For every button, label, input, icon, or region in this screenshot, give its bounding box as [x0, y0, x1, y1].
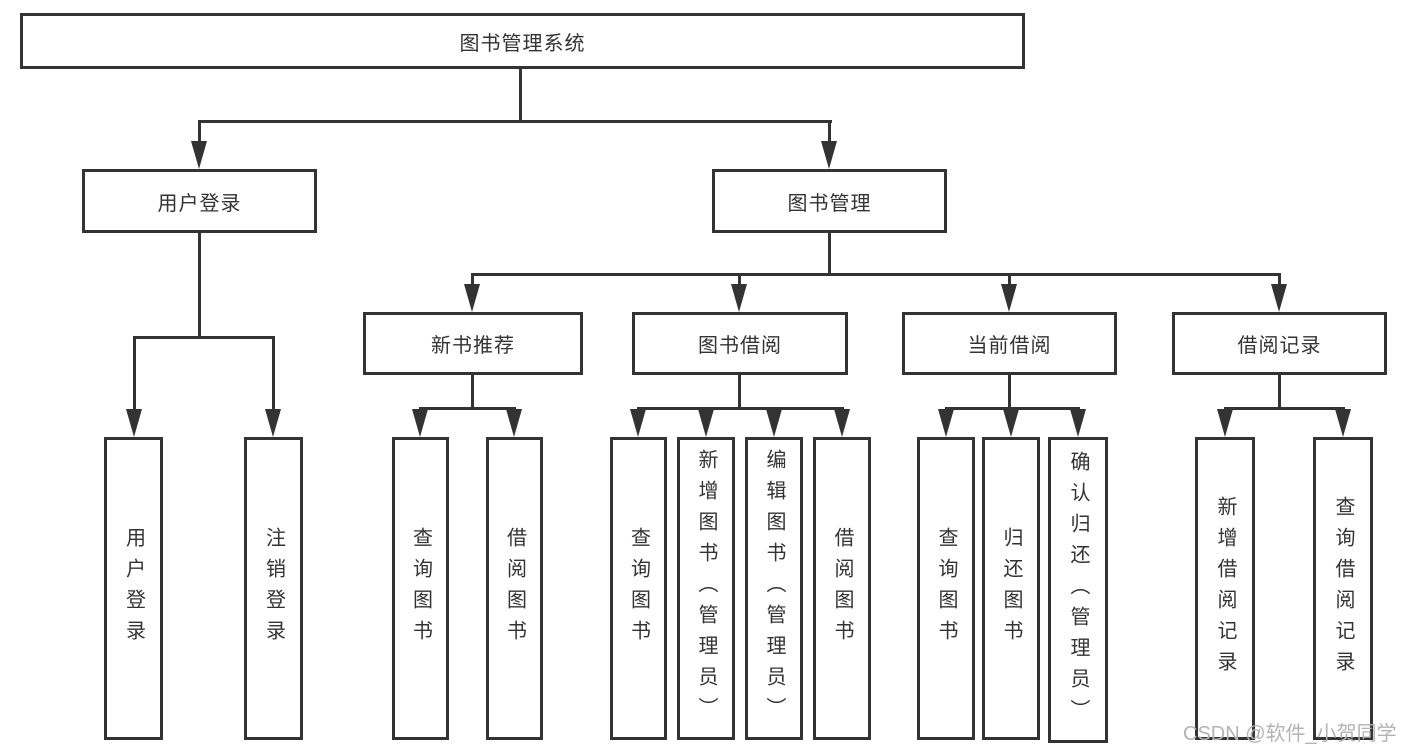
- leaf-borrow-books: 借阅图书: [813, 437, 871, 740]
- arrow-down-icon: [412, 409, 428, 437]
- arrow-down-icon: [821, 141, 837, 169]
- arrow-down-icon: [1217, 409, 1233, 437]
- node-label: 新书推荐: [431, 335, 515, 357]
- arrow-down-icon: [630, 409, 646, 437]
- arrow-down-icon: [1070, 409, 1086, 437]
- connector-line: [471, 273, 1281, 276]
- node-label: 编辑图书（管理员）: [763, 449, 785, 728]
- node-label: 查询借阅记录: [1332, 495, 1354, 682]
- leaf-add-borrow-record: 新增借阅记录: [1195, 437, 1255, 740]
- node-label: 查询图书: [409, 526, 432, 651]
- arrow-down-icon: [1001, 284, 1017, 312]
- connector-line: [133, 336, 275, 339]
- node-label: 查询图书: [935, 526, 957, 651]
- node-label: 用户登录: [122, 526, 145, 651]
- arrow-down-icon: [1003, 409, 1019, 437]
- arrow-down-icon: [506, 409, 522, 437]
- node-label: 查询图书: [627, 526, 650, 651]
- node-label: 借阅图书: [831, 526, 853, 651]
- connector-line: [637, 407, 844, 410]
- connector-line: [198, 120, 832, 123]
- node-label: 借阅图书: [503, 526, 526, 651]
- node-label: 新增借阅记录: [1214, 495, 1236, 682]
- node-user-login: 用户登录: [82, 169, 317, 233]
- node-label: 确认归还（管理员）: [1067, 450, 1089, 730]
- leaf-confirm-return-admin: 确认归还（管理员）: [1048, 437, 1108, 743]
- arrow-down-icon: [766, 409, 782, 437]
- arrow-down-icon: [265, 409, 281, 437]
- leaf-query-books: 查询图书: [610, 437, 667, 740]
- node-label: 借阅记录: [1237, 335, 1322, 357]
- node-book-borrow: 图书借阅: [632, 312, 848, 375]
- connector-line: [198, 233, 201, 339]
- connector-line: [1008, 375, 1011, 409]
- arrow-down-icon: [834, 409, 850, 437]
- csdn-watermark: CSDN @软件_小贺同学: [1183, 723, 1397, 745]
- connector-line: [945, 407, 1080, 410]
- connector-line: [1278, 273, 1281, 287]
- leaf-user-login: 用户登录: [104, 437, 163, 740]
- leaf-query-books: 查询图书: [392, 437, 449, 740]
- leaf-query-borrow-record: 查询借阅记录: [1313, 437, 1373, 740]
- node-label: 注销登录: [262, 526, 285, 651]
- node-label: 图书管理: [787, 192, 872, 215]
- connector-line: [519, 69, 522, 120]
- leaf-query-books: 查询图书: [917, 437, 975, 740]
- leaf-borrow-books: 借阅图书: [486, 437, 543, 740]
- node-label: 新增图书（管理员）: [695, 449, 717, 728]
- node-current-borrow: 当前借阅: [902, 312, 1117, 375]
- arrow-down-icon: [698, 409, 714, 437]
- arrow-down-icon: [126, 409, 142, 437]
- connector-line: [738, 375, 741, 409]
- node-book-management: 图书管理: [712, 169, 947, 233]
- connector-line: [133, 336, 136, 411]
- leaf-logout: 注销登录: [244, 437, 303, 740]
- connector-line: [1008, 273, 1011, 287]
- connector-line: [828, 233, 831, 276]
- node-new-book-recommend: 新书推荐: [363, 312, 583, 375]
- node-label: 图书管理系统: [459, 32, 586, 55]
- connector-line: [738, 273, 741, 287]
- arrow-down-icon: [464, 284, 480, 312]
- arrow-down-icon: [1271, 284, 1287, 312]
- connector-line: [1224, 407, 1345, 410]
- node-borrow-records: 借阅记录: [1172, 312, 1387, 375]
- arrow-down-icon: [938, 409, 954, 437]
- arrow-down-icon: [191, 141, 207, 169]
- leaf-edit-books-admin: 编辑图书（管理员）: [745, 437, 803, 740]
- connector-line: [828, 120, 831, 143]
- node-label: 用户登录: [157, 192, 242, 215]
- node-label: 当前借阅: [967, 335, 1052, 357]
- node-label: 归还图书: [1000, 526, 1022, 651]
- connector-line: [1278, 375, 1281, 409]
- arrow-down-icon: [1335, 409, 1351, 437]
- connector-line: [198, 120, 201, 143]
- leaf-return-books: 归还图书: [982, 437, 1040, 740]
- node-root: 图书管理系统: [20, 13, 1025, 69]
- connector-line: [272, 336, 275, 411]
- connector-line: [471, 375, 474, 409]
- connector-line: [471, 273, 474, 287]
- arrow-down-icon: [731, 284, 747, 312]
- connector-line: [419, 407, 516, 410]
- node-label: 图书借阅: [698, 335, 782, 357]
- leaf-add-books-admin: 新增图书（管理员）: [677, 437, 735, 740]
